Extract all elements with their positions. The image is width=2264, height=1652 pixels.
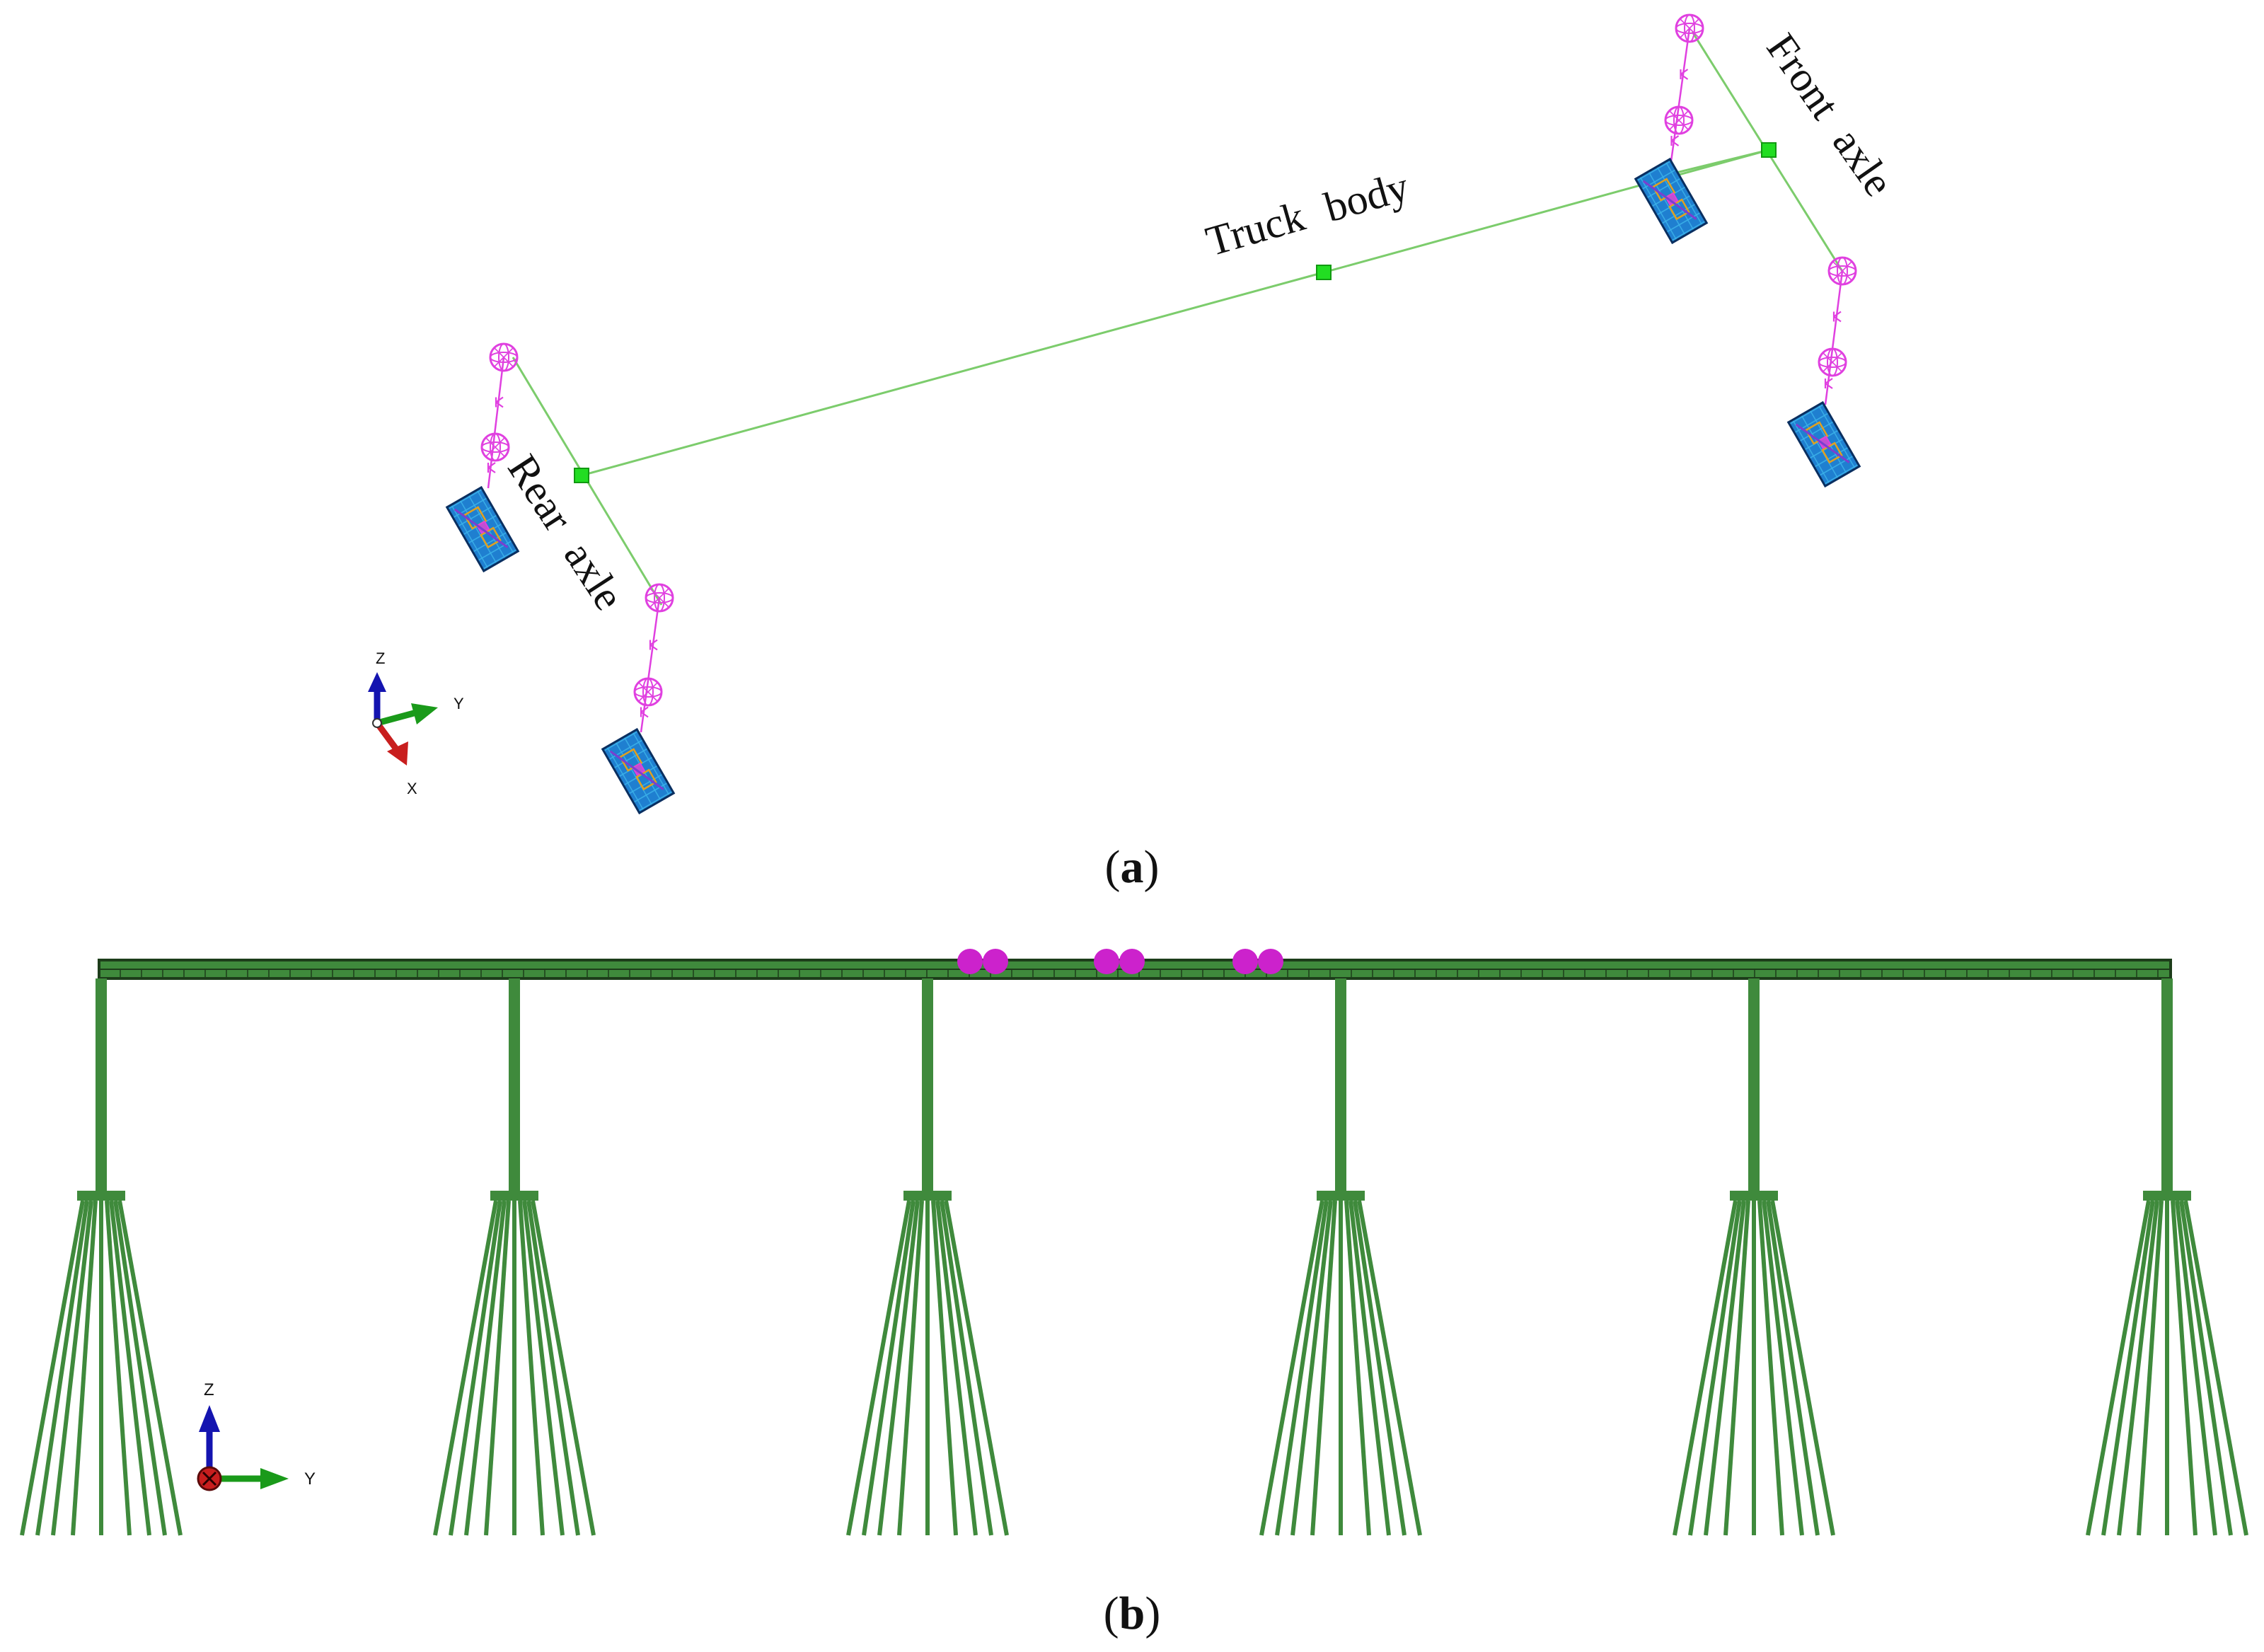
label-rear-axle: Rear axle (499, 446, 633, 618)
spring-sphere-icon (645, 583, 674, 613)
chain-front-right (1818, 256, 1857, 405)
coordinate-triad-a: Z Y X (368, 649, 464, 797)
caption-a: (a) (1105, 841, 1160, 893)
pier-1 (20, 978, 183, 1536)
chain-rear-right (633, 583, 674, 733)
truck-body-beam-front (1323, 149, 1769, 274)
chain-front-left (1664, 13, 1704, 162)
pier-3 (846, 978, 1009, 1536)
pier-5 (1673, 978, 1835, 1536)
y-axis-arrow-icon (260, 1468, 289, 1489)
suspension-chains (480, 13, 1857, 733)
triad-a-z-label: Z (376, 649, 385, 667)
wheel-pair-1 (957, 949, 1008, 974)
tire-rear-left (446, 486, 519, 572)
triad-b-z-label: Z (204, 1380, 214, 1399)
panel-a-truck-model: Truck body Rear axle Front axle Z Y X (a… (368, 13, 1902, 893)
body-lines (512, 31, 1844, 606)
node-front-axle (1761, 142, 1777, 158)
tire-front-left (1634, 158, 1708, 244)
node-truck-body (1316, 265, 1332, 280)
bridge-piers (20, 978, 2248, 1536)
pier-6 (2086, 978, 2248, 1536)
wheel-pair-3 (1232, 949, 1283, 974)
pier-4 (1259, 978, 1422, 1536)
tire-front-right (1787, 401, 1861, 487)
caption-b: (b) (1104, 1588, 1161, 1639)
panel-b-bridge-model: Z Y (b) (20, 949, 2248, 1639)
triad-a-y-label: Y (454, 695, 464, 712)
chain-rear-left (480, 342, 519, 489)
label-front-axle: Front axle (1757, 25, 1902, 204)
spring-sphere-icon (480, 432, 510, 462)
tire-rear-right (601, 728, 675, 814)
node-rear-axle (574, 468, 589, 483)
z-axis-arrow-icon (368, 672, 386, 692)
triad-b-y-label: Y (304, 1469, 316, 1489)
wheel-loads (957, 949, 1283, 974)
x-axis-arrow-icon (387, 741, 408, 766)
pier-2 (433, 978, 596, 1536)
y-axis-arrow-icon (411, 703, 438, 724)
wheel-pair-2 (1094, 949, 1145, 974)
triad-a-x-label: X (407, 780, 417, 797)
truck-body-beam (581, 271, 1324, 477)
z-axis-arrow-icon (199, 1405, 220, 1432)
spring-sphere-icon (1675, 13, 1704, 43)
label-truck-body: Truck body (1201, 163, 1414, 265)
coordinate-triad-b: Z Y (197, 1380, 316, 1491)
spring-sphere-icon (1827, 256, 1857, 286)
